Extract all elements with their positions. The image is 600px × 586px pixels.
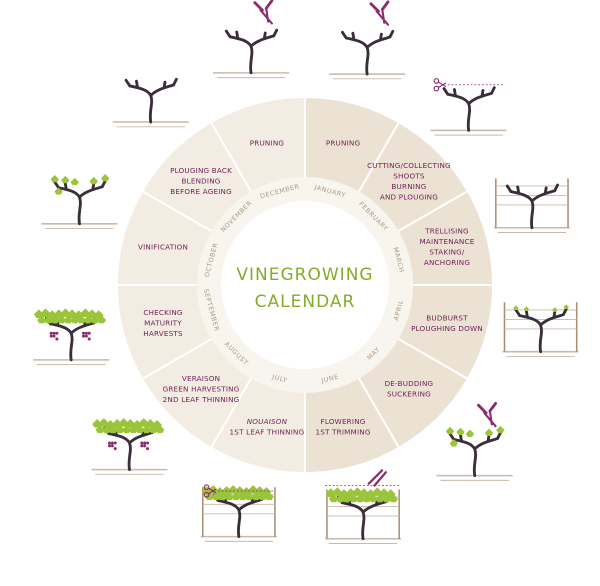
activity-label-may: DE-BUDDING [385,379,434,388]
vine-leaf-thinning-july-icon [200,484,277,542]
activity-label-january: PRUNING [326,139,360,148]
vine-harvest-icon [33,308,110,366]
center-disc [221,201,389,369]
title-line-1: VINEGROWING [236,265,373,285]
activity-label-february: BURNING [391,182,426,191]
activity-label-september: CHECKING [143,308,182,317]
vine-debudding-icon [436,401,513,481]
activity-label-march: ANCHORING [424,258,470,267]
vine-trellising-icon [493,178,570,233]
activity-label-august: VERAISON [182,374,220,383]
activity-label-november: BEFORE AGEING [170,187,232,196]
activity-label-february: AND PLOUGING [380,192,438,201]
activity-label-may: SUCKERING [387,390,431,399]
vine-pruning-december-icon [213,0,290,79]
activity-label-november: BLENDING [182,177,221,186]
vine-veraison-icon [91,418,168,475]
activity-label-september: MATURITY [144,319,182,328]
activity-label-september: HARVESTS [143,329,183,338]
activity-labels-layer: PRUNINGCUTTING/COLLECTINGSHOOTSBURNINGAN… [138,139,483,437]
activity-label-march: STAKING/ [429,248,464,257]
vine-autumn-icon [41,174,118,230]
activity-label-october: VINIFICATION [138,242,188,251]
activity-label-april: BUDBURST [426,313,468,322]
vine-bare-november-icon [112,77,189,128]
vine-flowering-trimming-icon [325,469,402,544]
activity-label-february: CUTTING/COLLECTING [367,161,451,170]
vine-budburst-plough-icon [502,302,579,357]
vine-pruning-january-icon [329,0,406,80]
activity-label-february: SHOOTS [393,171,425,180]
activity-label-august: 2ND LEAF THINNING [163,395,240,404]
title-line-2: CALENDAR [255,292,356,312]
activity-label-march: TRELLISING [424,227,469,236]
vine-cutting-shoots-icon [430,78,507,136]
activity-label-july: NOUAISON [247,417,288,426]
activity-label-june: 1ST TRIMMING [315,428,370,437]
activity-label-april: PLOUGHING DOWN [411,324,483,333]
activity-label-august: GREEN HARVESTING [163,384,240,393]
activity-label-june: FLOWERING [321,417,366,426]
activity-label-march: MAINTENANCE [419,237,474,246]
activity-label-july: 1ST LEAF THINNING [230,428,305,437]
illustrations-layer [33,0,579,544]
activity-label-november: PLOUGING BACK [170,166,232,175]
activity-label-december: PRUNING [250,139,284,148]
